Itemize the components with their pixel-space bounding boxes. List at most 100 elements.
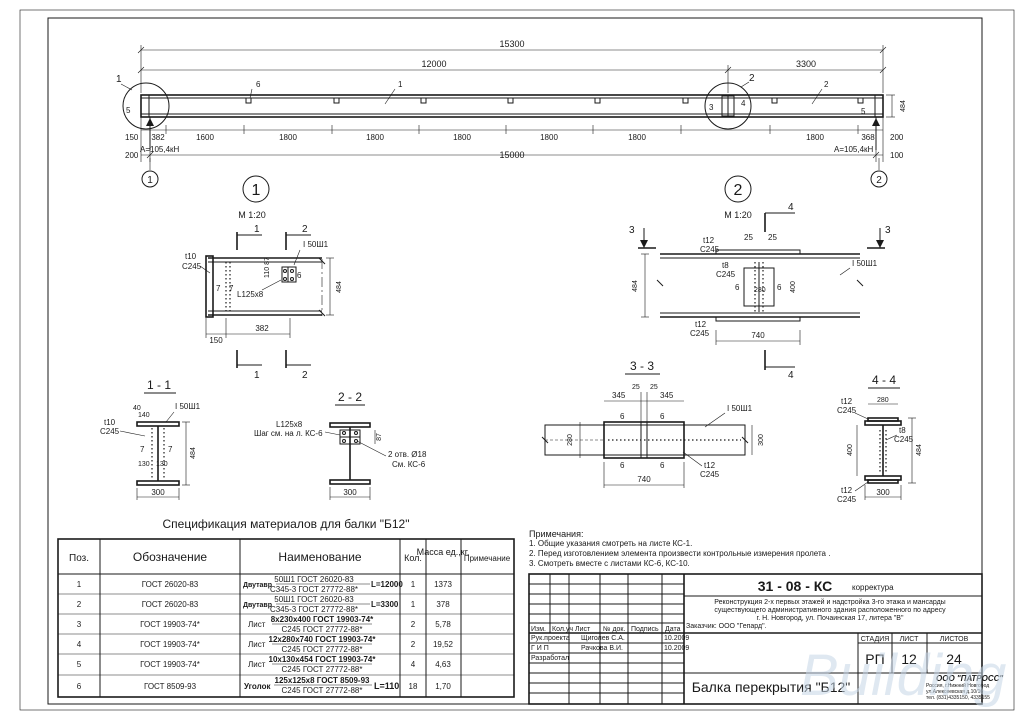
reaction-right: A=105,4кН [834,145,874,154]
spec-mass: 1,70 [435,682,451,691]
stamp-date-2: 10.2009 [664,645,689,652]
node-2-dim-25b: 25 [768,233,777,242]
sec-11-dim-40: 40 [133,405,141,412]
node-1-cut-1-bot: 1 [254,370,260,381]
sec-33-dim-300: 300 [758,434,765,446]
node-1-pos-6: 6 [297,271,302,280]
spec-doc: ГОСТ 26020-83 [142,600,199,609]
stamp-role-2: Г И П [531,645,549,652]
sec-33-weld-6c: 6 [620,461,625,470]
sec-22-title: 2 - 2 [338,390,362,404]
stamp-col-date: Дата [665,626,681,633]
node-1-plate-t: t10 [185,252,197,261]
spec-kind: Двутавр [243,602,272,609]
beam-elevation: 15300 12000 3300 1 [116,39,907,188]
sec-44-dim-280: 280 [877,397,889,404]
spec-kind: Лист [248,640,266,649]
stamp-name-2: Рачкова В.И. [581,645,623,652]
spec-doc: ГОСТ 19903-74* [140,660,200,669]
watermark: Building [800,643,1006,708]
node-1-dim-150: 150 [209,336,223,345]
node-1-plate-steel: С245 [182,262,202,271]
node-1-detail: 1 М 1:20 1 2 1 2 t10 С245 [182,175,343,381]
dim-bottom-3: 1800 [366,133,384,142]
node-1-cut-1-top: 1 [254,224,260,235]
spec-doc: ГОСТ 8509-93 [144,682,197,691]
node-2-dim-400: 400 [790,281,797,293]
sec-22-dim-87: 87 [376,433,383,441]
section-1-1: 1 - 1 40 140 t10 С245 I 50Ш1 7 7 130 130… [100,378,201,500]
spec-kind: Уголок [244,682,271,691]
node-2-cut-4-bot: 4 [788,370,794,381]
sec-22-step: Шаг см. на л. КС-6 [254,429,323,438]
spec-kind: Лист [248,620,266,629]
angle-marks [245,97,864,104]
spec-table: Спецификация материалов для балки "Б12" … [57,517,515,698]
detail-callout-1: 1 [116,74,122,85]
sec-44-bot-steel: С245 [837,495,857,504]
spec-kind: Двутавр [243,582,272,589]
node-2-cut-4-top: 4 [788,202,794,213]
stamp-role-3: Разработал [531,654,569,662]
spec-row: 4 ГОСТ 19903-74* Лист 12x280x740 ГОСТ 19… [77,635,454,654]
sec-44-title: 4 - 4 [872,373,896,387]
axis-bubble-1: 1 [147,175,153,186]
sec-33-profile: I 50Ш1 [727,404,753,413]
sec-33-dim-345a: 345 [612,391,626,400]
dim-bottom-5: 1800 [540,133,558,142]
stamp-date-1: 10.2009 [664,635,689,642]
sec-11-weld-7a: 7 [140,445,145,454]
sec-11-dim-130a: 130 [138,461,150,468]
node-2-weld-6b: 6 [777,283,782,292]
sec-44-dim-400: 400 [847,444,854,456]
node-1-dim-382: 382 [255,324,269,333]
stamp-name-1: Щиголев С.А. [581,635,625,642]
node-2-scale: М 1:20 [724,210,752,220]
pos-marker-5-left: 5 [126,106,131,115]
dim-bottom-8: 368 [861,133,875,142]
node-1-height: 484 [336,281,343,293]
spec-top: 10x130x454 ГОСТ 19903-74* [269,655,377,664]
sec-33-title: 3 - 3 [630,359,654,373]
node-2-dim-740: 740 [751,331,765,340]
spec-pos: 5 [77,660,82,669]
sec-44-web-t: t8 [899,426,906,435]
spec-doc: ГОСТ 26020-83 [142,580,199,589]
inner-frame [47,17,983,705]
spec-bot: С245 ГОСТ 27772-88* [282,665,363,674]
sec-44-web-steel: С245 [894,435,914,444]
stamp-sheets: 24 [946,651,962,667]
axis-bubble-2: 2 [876,175,882,186]
dim-right-100: 100 [890,151,904,160]
sec-11-profile: I 50Ш1 [175,402,201,411]
spec-row: 1 ГОСТ 26020-83 Двутавр 50Ш1 ГОСТ 26020-… [77,575,453,594]
sec-11-dim-130b: 130 [156,461,168,468]
stamp-col-list: Лист [575,626,591,633]
pos-marker-5-right: 5 [861,107,866,116]
sec-11-title: 1 - 1 [147,378,171,392]
spec-head-pos: Поз. [69,553,89,564]
spec-pos: 6 [77,682,82,691]
note-1: 1. Общие указания смотреть на листе КС-1… [529,539,692,548]
spec-len: L=110 [374,681,399,691]
sec-11-plate-steel: С245 [100,427,120,436]
node-2-bot-steel: С245 [690,329,710,338]
spec-mass: 1373 [434,580,452,589]
spec-mass: 19,52 [433,640,454,649]
stamp-sheet: 12 [901,651,917,667]
stamp-desc-1: Реконструкция 2-х первых этажей и надстр… [714,598,945,606]
spec-mass: 5,78 [435,620,451,629]
dim-bottom-6: 1800 [628,133,646,142]
sec-44-dim-300: 300 [876,488,890,497]
spec-head-note: Примечание [464,554,511,563]
sec-33-dim-25a: 25 [632,384,640,391]
sec-11-plate-t: t10 [104,418,116,427]
section-3-3: 3 - 3 25 25 345 345 6 6 6 6 I 50Ш1 280 3… [541,359,765,488]
notes-title: Примечания: [529,529,583,539]
sec-44-top-t: t12 [841,397,853,406]
dim-bottom-1: 1600 [196,133,214,142]
sec-44-bot-t: t12 [841,486,853,495]
dim-support: 15000 [499,150,524,160]
node-2-height: 484 [632,280,639,292]
spec-row: 6 ГОСТ 8509-93 Уголок 125x125x8 ГОСТ 850… [77,676,452,695]
